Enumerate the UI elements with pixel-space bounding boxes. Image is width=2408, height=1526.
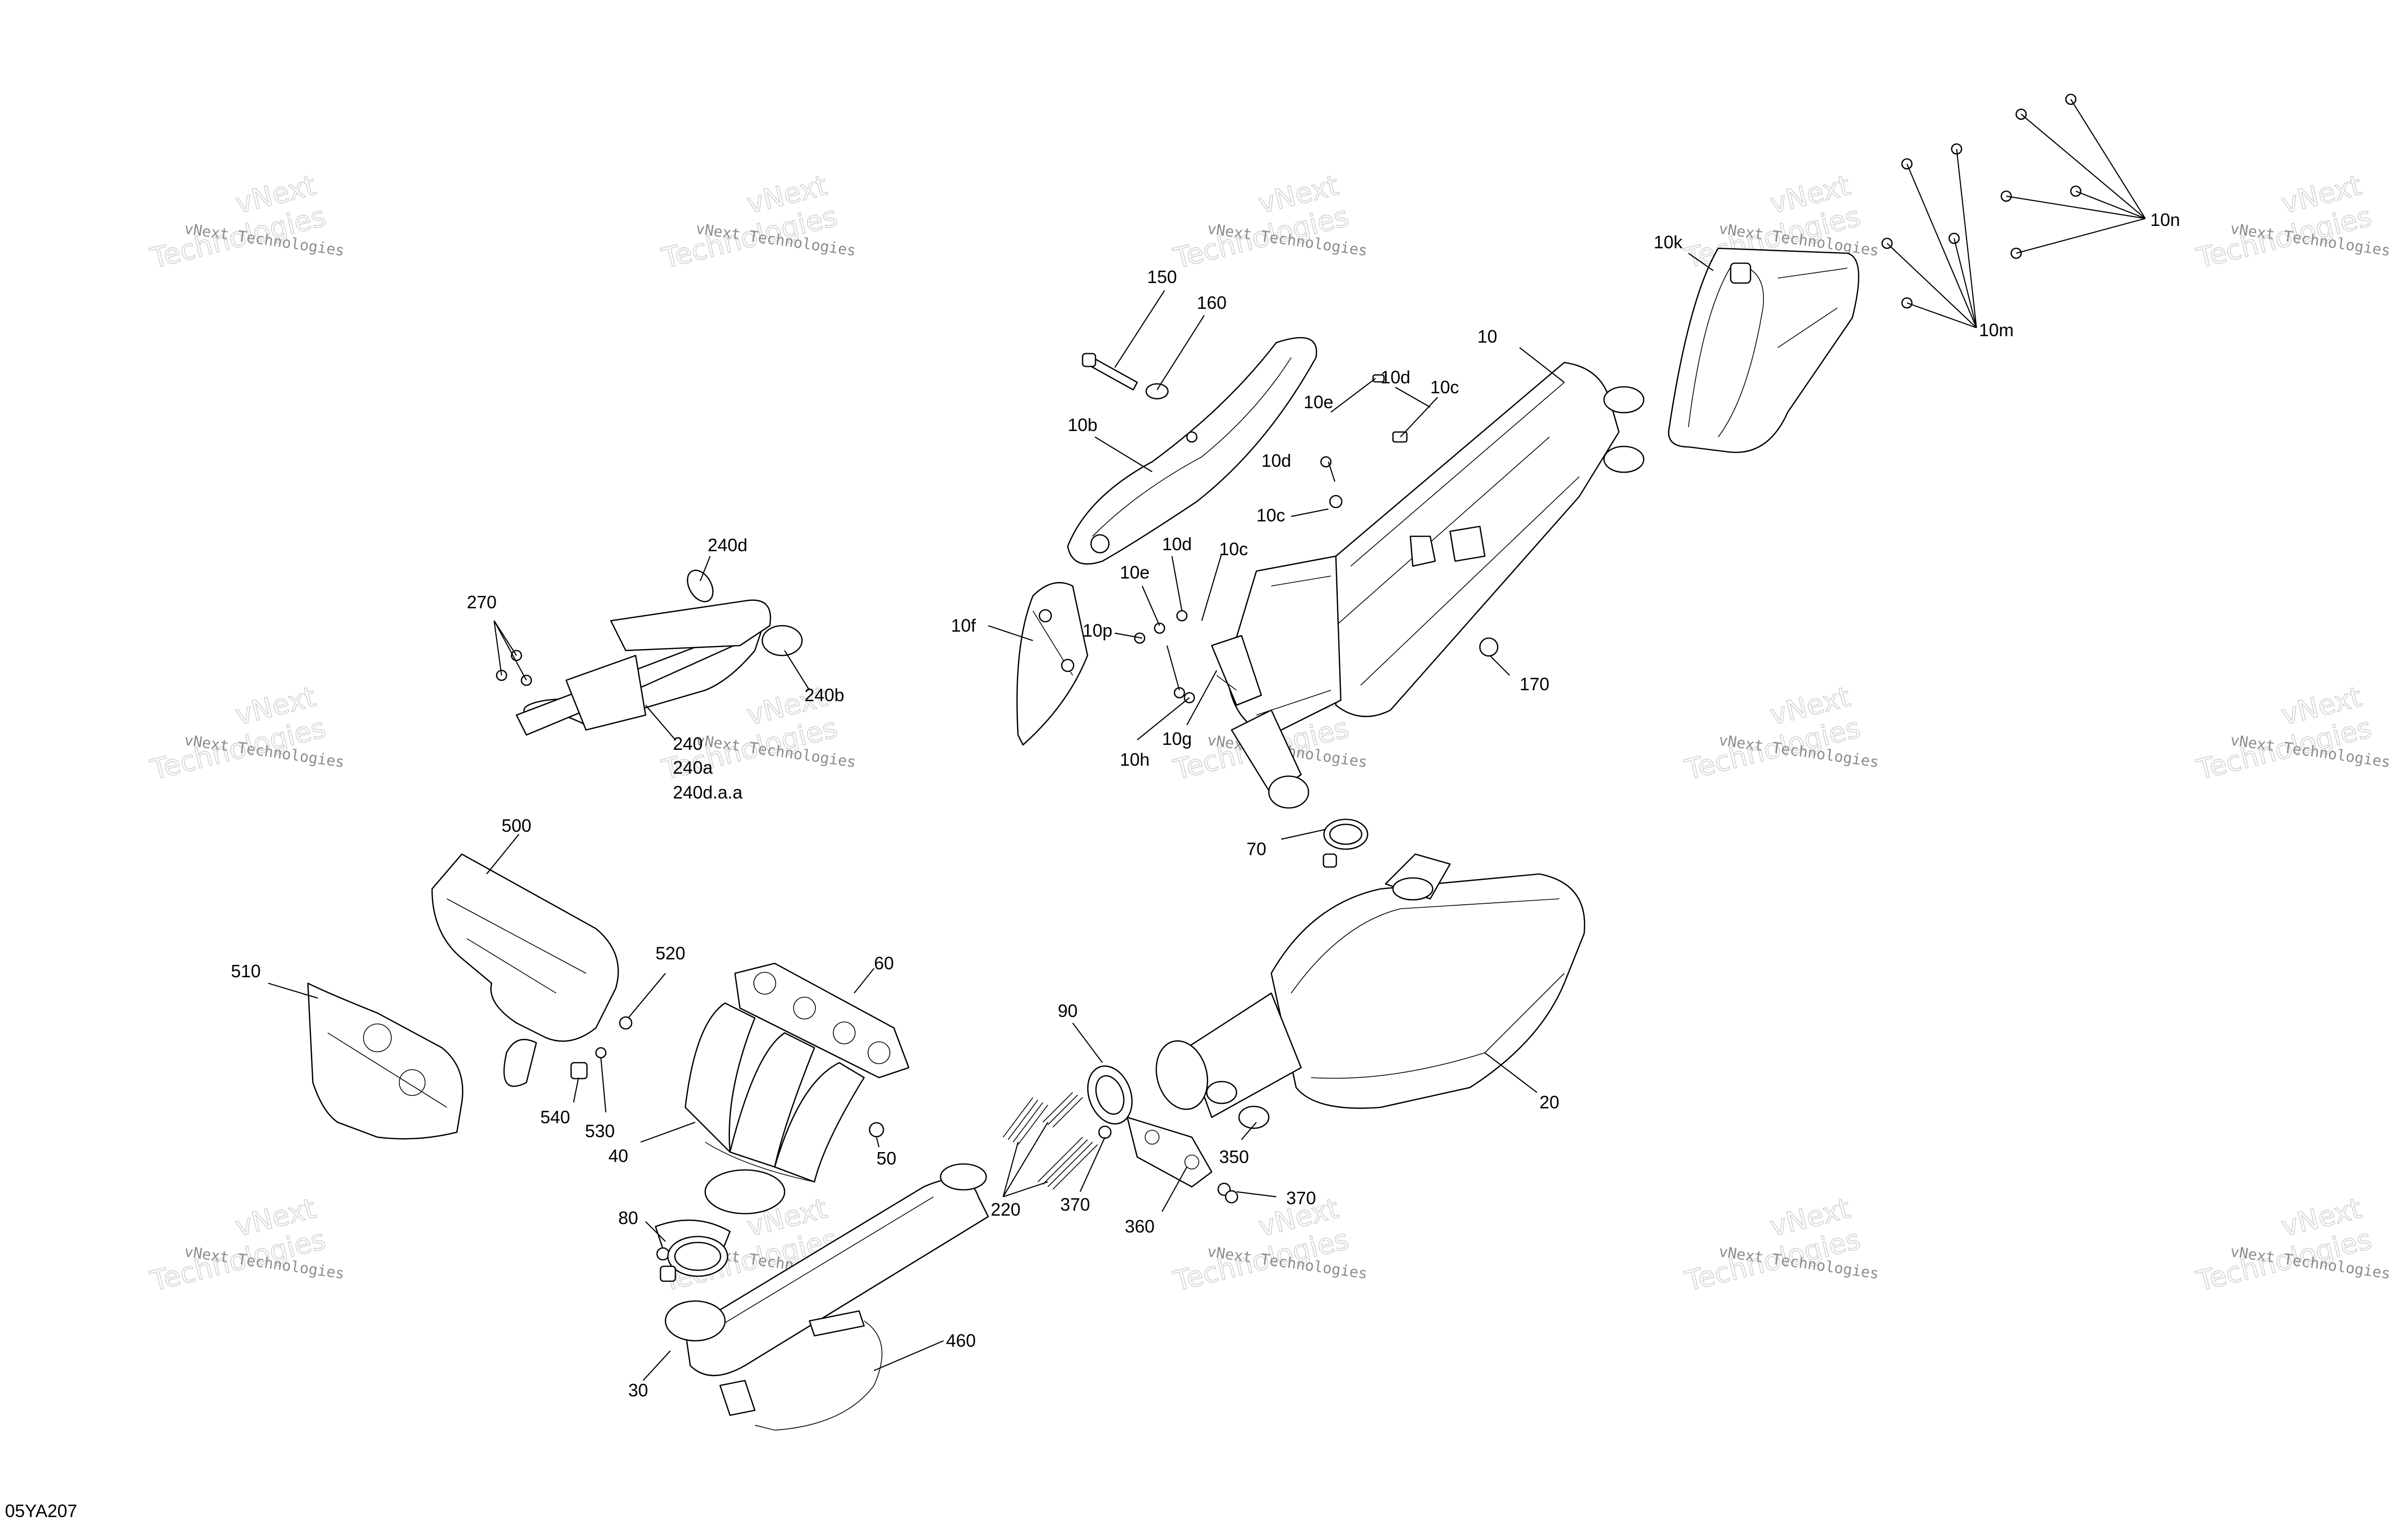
callout-10c-b: 10c — [1256, 505, 1285, 525]
callout-240a: 240a — [673, 757, 713, 778]
callout-540: 540 — [540, 1107, 570, 1127]
callout-510: 510 — [231, 961, 261, 981]
callout-10p: 10p — [1083, 620, 1112, 641]
muffler-10-shape — [1226, 362, 1645, 736]
callout-240: 240 — [673, 733, 703, 754]
callout-150: 150 — [1147, 267, 1177, 287]
callout-30: 30 — [628, 1380, 648, 1400]
heat-shield-500-shape — [431, 853, 619, 1087]
callout-530: 530 — [585, 1121, 615, 1141]
callout-500: 500 — [502, 815, 531, 836]
bolt-150-shape — [1082, 353, 1169, 400]
callout-360: 360 — [1125, 1216, 1155, 1236]
callout-70: 70 — [1246, 839, 1266, 859]
callout-10m: 10m — [1979, 320, 2014, 340]
callout-10f: 10f — [951, 615, 976, 636]
callout-labels: 150 160 10b 10 10k 10n 10m 10d 10c 10e 1… — [5, 210, 2180, 1521]
springs-220-shape — [1003, 1092, 1098, 1190]
callout-10c-c: 10c — [1219, 539, 1248, 559]
fasteners-10m-10n-shapes — [1881, 93, 2082, 309]
gasket-90-shape — [1087, 1065, 1133, 1125]
callout-10e-a: 10e — [1304, 392, 1333, 412]
callout-50: 50 — [876, 1148, 896, 1168]
callout-240b: 240b — [804, 685, 844, 705]
callout-10h: 10h — [1120, 749, 1150, 770]
callout-240d: 240d — [708, 535, 747, 555]
front-muffler-20-shape — [1156, 853, 1586, 1204]
heat-shield-10b-shape — [1067, 337, 1317, 565]
callout-460: 460 — [946, 1330, 976, 1351]
callout-10: 10 — [1477, 326, 1497, 347]
callout-20: 20 — [1539, 1092, 1559, 1112]
callout-370-b: 370 — [1060, 1194, 1090, 1215]
callout-520: 520 — [656, 943, 685, 963]
leader-lines — [268, 99, 2146, 1381]
callout-10g: 10g — [1162, 728, 1192, 749]
callout-10c-a: 10c — [1430, 377, 1459, 397]
callout-270: 270 — [467, 592, 497, 612]
callout-160: 160 — [1197, 292, 1227, 313]
callout-220: 220 — [991, 1199, 1021, 1220]
callout-40: 40 — [608, 1146, 628, 1166]
callout-350: 350 — [1219, 1147, 1249, 1167]
exhaust-manifold-40-shape — [684, 962, 910, 1215]
parts-layer — [307, 93, 2082, 1431]
callout-60: 60 — [874, 953, 894, 973]
callout-370-a: 370 — [1286, 1188, 1316, 1208]
clamp-80-shape — [659, 1235, 729, 1282]
drawing-code: 05YA207 — [5, 1501, 77, 1521]
callout-90: 90 — [1058, 1001, 1078, 1021]
clamp-70-shape — [1322, 818, 1369, 868]
callout-10k: 10k — [1654, 232, 1683, 252]
callout-10d-c: 10d — [1162, 534, 1192, 554]
callout-10d-a: 10d — [1381, 367, 1410, 387]
end-cap-10k-shape — [1668, 247, 1860, 453]
callout-10e-b: 10e — [1120, 562, 1150, 582]
heat-shield-510-shape — [307, 982, 463, 1140]
side-shield-10f-shape — [1016, 582, 1089, 746]
bracket-360-shape — [1098, 1116, 1213, 1188]
bracket-240-shape — [496, 570, 803, 736]
oxygen-sensor-460-shape — [719, 1310, 882, 1431]
callout-170: 170 — [1520, 674, 1549, 694]
callout-240d-a-a: 240d.a.a — [673, 782, 743, 802]
callout-80: 80 — [618, 1208, 638, 1228]
callout-10b: 10b — [1068, 415, 1097, 435]
callout-10n: 10n — [2150, 210, 2180, 230]
outlet-tube-shape — [1231, 709, 1310, 809]
callout-10d-b: 10d — [1261, 450, 1291, 471]
